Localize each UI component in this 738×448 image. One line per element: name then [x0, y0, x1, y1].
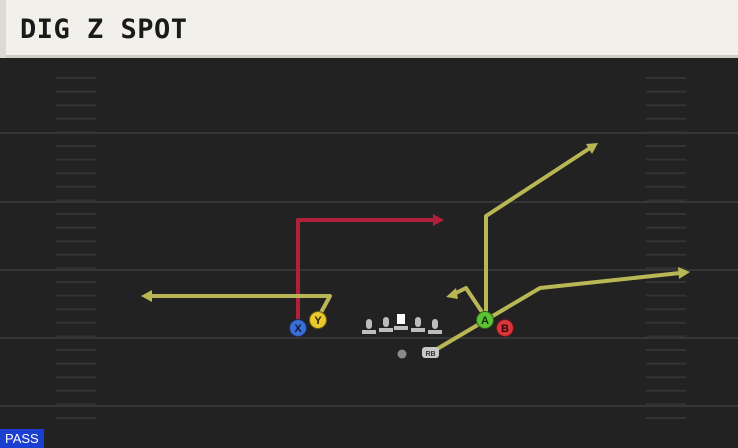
- yard-lines: [0, 132, 738, 407]
- route-b-arrowhead: [678, 267, 690, 279]
- lineman-icon: [411, 317, 425, 332]
- hash-marks-left: [56, 77, 96, 419]
- route-y-arrowhead: [141, 290, 152, 302]
- offensive-line: [362, 314, 442, 334]
- b-button-label: B: [501, 323, 509, 335]
- player-x[interactable]: X: [289, 319, 307, 337]
- route-y[interactable]: [148, 294, 332, 320]
- route-a-hook[interactable]: [452, 286, 488, 320]
- route-a-hook-arrowhead: [446, 288, 458, 299]
- quarterback-marker: [397, 349, 407, 359]
- player-rb[interactable]: RB: [422, 347, 439, 358]
- player-y[interactable]: Y: [309, 311, 327, 329]
- hash-marks-right: [646, 77, 686, 419]
- player-b[interactable]: B: [496, 319, 514, 337]
- play-title-bar: DIG Z SPOT: [0, 0, 738, 58]
- route-b[interactable]: [430, 271, 682, 354]
- player-a[interactable]: A: [476, 311, 494, 329]
- lineman-icon: [428, 319, 442, 334]
- a-button-label: A: [481, 315, 489, 327]
- route-a-arrowhead: [586, 143, 598, 154]
- y-button-label: Y: [314, 315, 322, 327]
- route-x-arrowhead: [433, 214, 444, 226]
- center-icon: [394, 314, 408, 330]
- lineman-icon: [362, 319, 376, 334]
- x-button-label: X: [294, 323, 302, 335]
- lineman-icon: [379, 317, 393, 332]
- play-name: DIG Z SPOT: [20, 14, 188, 45]
- route-a[interactable]: [484, 146, 592, 320]
- title-accent: [0, 0, 6, 58]
- rb-label: RB: [425, 351, 435, 358]
- route-x[interactable]: [296, 218, 438, 328]
- play-type-badge: PASS: [0, 429, 44, 448]
